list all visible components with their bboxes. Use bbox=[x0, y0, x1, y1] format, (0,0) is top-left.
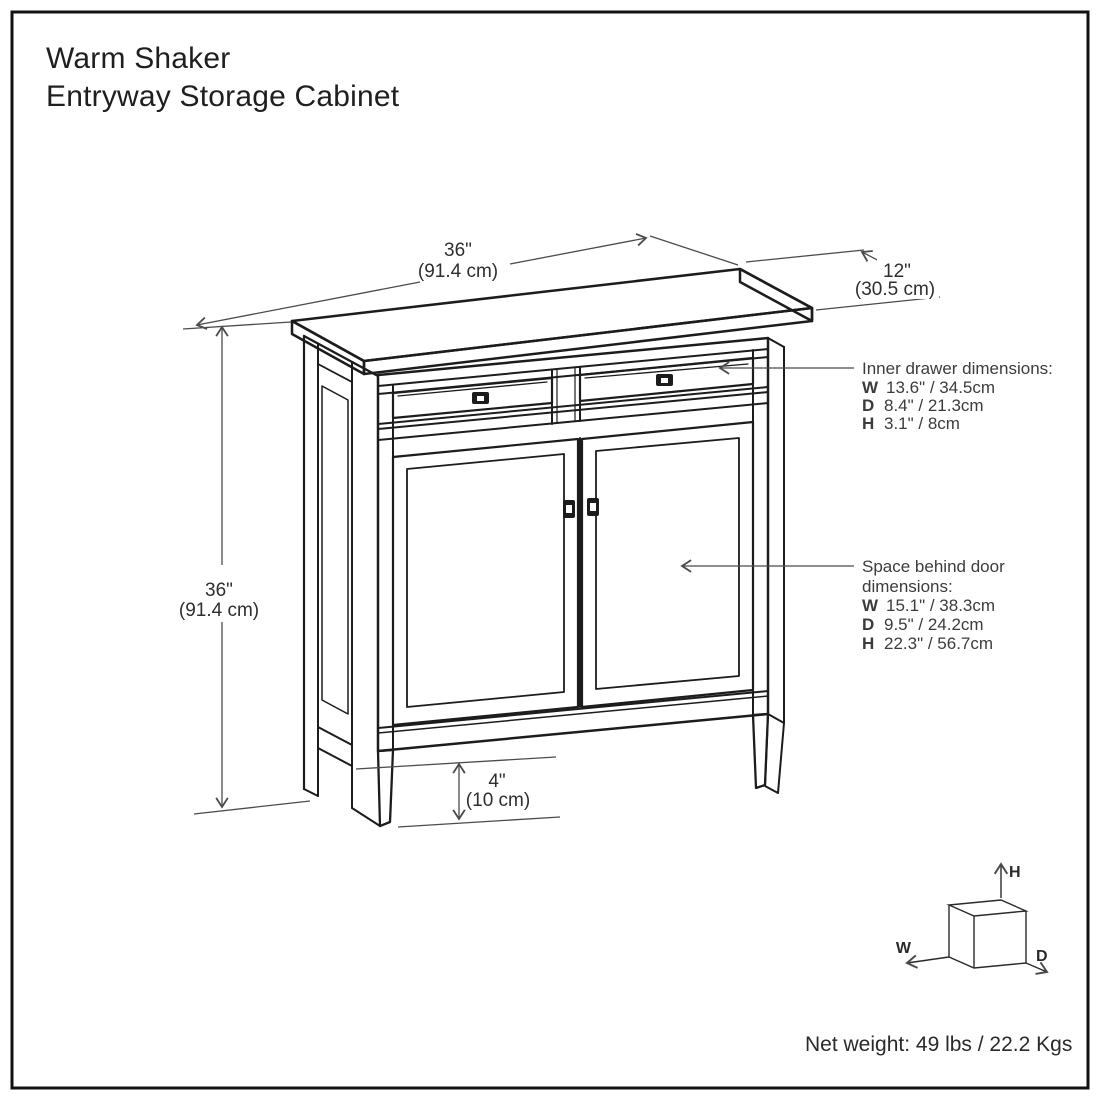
dimension-height bbox=[193, 325, 311, 815]
width-axis-label: W bbox=[896, 940, 912, 957]
depth-axis-arrow bbox=[1025, 961, 1049, 975]
inner-drawer-title: Inner drawer dimensions: bbox=[862, 359, 1053, 378]
door-space-title-line1: Space behind door bbox=[862, 557, 1005, 576]
cabinet-front-face bbox=[376, 336, 770, 753]
height-label-imperial: 36" bbox=[205, 580, 233, 601]
drawer-pull-left bbox=[472, 392, 489, 404]
cabinet-rails bbox=[377, 348, 769, 751]
cabinet-top-slab bbox=[290, 267, 814, 376]
cabinet-legs bbox=[376, 712, 785, 828]
width-label-metric: (91.4 cm) bbox=[418, 261, 498, 282]
depth-label-imperial: 12" bbox=[883, 261, 911, 282]
drawer-pull-right bbox=[656, 374, 673, 386]
door-left bbox=[391, 437, 580, 727]
product-title: Warm Shaker Entryway Storage Cabinet bbox=[46, 40, 399, 116]
width-label-imperial: 36" bbox=[444, 240, 472, 261]
door-knob-left bbox=[563, 500, 575, 518]
product-title-line2: Entryway Storage Cabinet bbox=[46, 80, 400, 113]
dimension-width-top bbox=[182, 233, 739, 330]
cabinet-left-side bbox=[302, 334, 381, 827]
depth-label-bg bbox=[877, 257, 917, 279]
cabinet-drawing bbox=[290, 267, 814, 828]
height-label-metric: (91.4 cm) bbox=[179, 600, 259, 621]
door-right bbox=[580, 420, 755, 709]
axis-cube: H W D bbox=[896, 862, 1049, 975]
axis-cube-drawing bbox=[905, 862, 1049, 975]
width-axis-arrow bbox=[905, 954, 950, 969]
product-title-line1: Warm Shaker bbox=[46, 42, 231, 75]
net-weight: Net weight: 49 lbs / 22.2 Kgs bbox=[805, 1033, 1072, 1056]
page-border bbox=[10, 10, 1090, 1090]
dimension-leg bbox=[355, 756, 561, 828]
door-space-title-line2: dimensions: bbox=[862, 577, 953, 596]
leg-label-metric: (10 cm) bbox=[466, 790, 530, 811]
height-axis-label: H bbox=[1009, 864, 1021, 881]
depth-metric-bg bbox=[853, 278, 939, 299]
door-knob-right bbox=[587, 498, 599, 516]
depth-label-metric: (30.5 cm) bbox=[855, 279, 935, 300]
leg-label-imperial: 4" bbox=[488, 771, 505, 792]
cabinet-right-edge bbox=[767, 337, 785, 724]
depth-axis-label: D bbox=[1036, 948, 1048, 965]
drawer-left bbox=[391, 376, 554, 420]
